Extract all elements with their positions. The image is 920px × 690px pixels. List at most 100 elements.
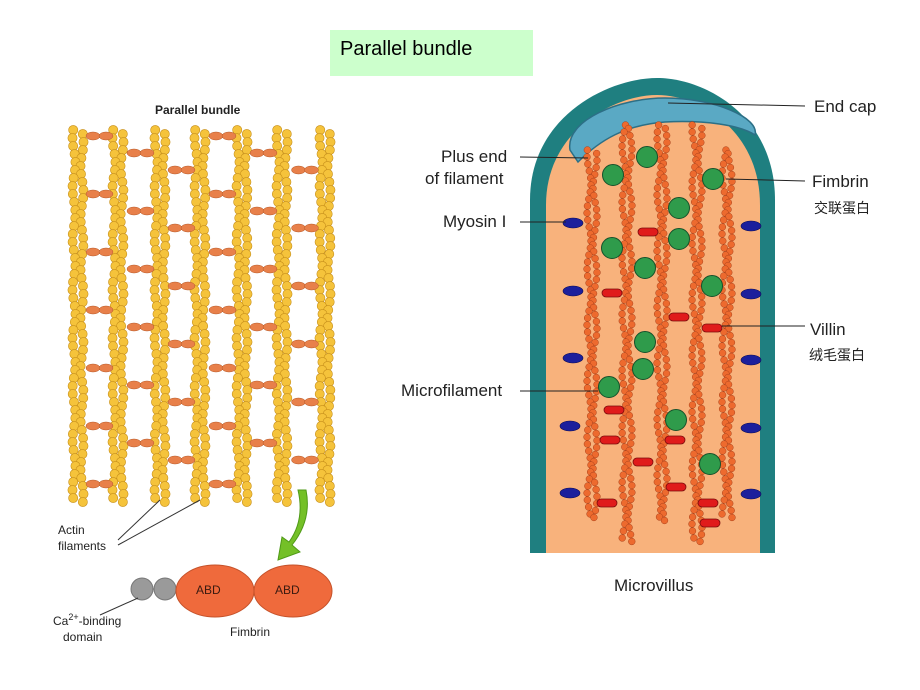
fimbrin-crosslink bbox=[249, 206, 265, 216]
actin-bead bbox=[272, 445, 283, 455]
microfilament-bead bbox=[653, 128, 662, 136]
fimbrin-crosslink bbox=[126, 380, 142, 390]
actin-bead bbox=[158, 425, 169, 435]
microfilament-bead bbox=[627, 495, 635, 504]
microfilament-bead bbox=[727, 506, 735, 515]
villin-bar bbox=[599, 435, 621, 445]
microfilament-bead bbox=[625, 523, 633, 532]
villin-bar bbox=[596, 498, 618, 508]
villin-bar bbox=[601, 288, 623, 298]
microfilament-bead bbox=[654, 485, 663, 493]
fimbrin-crosslink bbox=[249, 380, 265, 390]
actin-bead bbox=[68, 141, 79, 151]
actin-bead bbox=[198, 425, 209, 435]
microfilament-bead bbox=[628, 320, 636, 329]
microfilament-bead bbox=[662, 145, 670, 154]
microfilament-bead bbox=[590, 191, 598, 200]
plus-end-label-line2: of filament bbox=[425, 169, 504, 188]
microfilament-bead bbox=[591, 506, 600, 515]
actin-bead bbox=[160, 193, 171, 203]
fimbrin-chinese-label: 交联蛋白 bbox=[814, 201, 870, 217]
actin-bead bbox=[240, 273, 251, 283]
microfilament-bead bbox=[718, 230, 726, 238]
microfilament-bead bbox=[725, 156, 733, 165]
microfilament-bead bbox=[661, 124, 670, 133]
actin-bead bbox=[271, 389, 282, 399]
fimbrin-crosslink bbox=[139, 148, 155, 158]
domain-label-prefix: Ca bbox=[53, 614, 69, 628]
microfilament-bead bbox=[662, 355, 670, 364]
fimbrin-crosslink bbox=[291, 397, 306, 407]
fimbrin-crosslink bbox=[208, 189, 224, 199]
actin-bead bbox=[199, 377, 210, 387]
microfilament-bead bbox=[697, 306, 705, 315]
myosin-dot bbox=[562, 285, 584, 297]
actin-bead bbox=[117, 497, 128, 507]
fimbrin-crosslink bbox=[98, 421, 114, 431]
actin-bead bbox=[241, 377, 252, 387]
actin-bead bbox=[68, 293, 79, 303]
microfilament-bead bbox=[618, 485, 626, 493]
microfilament-bead bbox=[662, 243, 671, 252]
microfilament-bead bbox=[690, 478, 698, 486]
actin-bead bbox=[108, 341, 118, 351]
actin-bead bbox=[150, 493, 161, 503]
actin-bead bbox=[323, 273, 334, 283]
microfilament-bead bbox=[653, 247, 661, 255]
microfilament-bead bbox=[619, 359, 627, 367]
actin-bead bbox=[281, 497, 292, 507]
actin-bead bbox=[240, 473, 251, 483]
villin-bar bbox=[697, 498, 719, 508]
microfilament-bead bbox=[695, 222, 703, 231]
microfilament-bead bbox=[697, 404, 706, 413]
actin-bead bbox=[314, 237, 325, 247]
microfilament-bead bbox=[690, 366, 698, 374]
microfilament-bead bbox=[625, 467, 633, 476]
actin-bead bbox=[76, 273, 87, 283]
microfilament-bead bbox=[593, 436, 601, 445]
fimbrin-crosslink bbox=[98, 479, 114, 489]
microfilament-bead bbox=[718, 510, 726, 518]
microfilament-bead bbox=[688, 289, 696, 297]
fimbrin-dot bbox=[601, 237, 623, 259]
microfilament-bead bbox=[663, 194, 671, 203]
microfilament-bead bbox=[728, 513, 736, 522]
fimbrin-crosslink bbox=[139, 380, 155, 390]
microfilament-bead bbox=[698, 131, 706, 140]
microfilament-bead bbox=[653, 366, 662, 374]
microfilament-bead bbox=[618, 261, 626, 269]
microfilament-bead bbox=[689, 191, 697, 199]
microfilament-bead bbox=[592, 149, 601, 158]
ca-binding-domain-bead bbox=[153, 577, 177, 601]
microfilament-bead bbox=[655, 205, 663, 213]
fimbrin-crosslink bbox=[126, 438, 142, 448]
microfilament-bead bbox=[727, 226, 736, 235]
actin-bead bbox=[271, 189, 282, 199]
microfilament-bead bbox=[591, 450, 599, 459]
microfilament-bead bbox=[583, 328, 592, 336]
fimbrin-crosslink bbox=[167, 281, 183, 291]
microfilament-bead bbox=[697, 418, 705, 427]
fimbrin-crosslink bbox=[221, 421, 237, 431]
microfilament-bead bbox=[696, 509, 704, 518]
microfilament-bead bbox=[726, 499, 734, 508]
actin-bead bbox=[107, 389, 118, 399]
actin-bead bbox=[282, 393, 293, 403]
myosin-dots-group bbox=[559, 217, 762, 500]
actin-bead bbox=[272, 493, 283, 503]
fimbrin-crosslink bbox=[180, 223, 196, 233]
microfilament-bead bbox=[720, 272, 728, 280]
fimbrin-crosslink bbox=[304, 165, 319, 175]
fimbrin-crosslink bbox=[139, 264, 155, 274]
actin-bead bbox=[108, 445, 119, 455]
microfilament-bead bbox=[727, 296, 735, 305]
microfilament-bead bbox=[584, 482, 592, 490]
actin-label-line2: filaments bbox=[58, 539, 107, 553]
microfilament-bead bbox=[718, 335, 727, 343]
actin-bead bbox=[68, 445, 79, 455]
actin-bead bbox=[280, 425, 291, 435]
microfilament-label: Microfilament bbox=[401, 381, 503, 400]
actin-bead bbox=[77, 145, 88, 155]
microfilament-bead bbox=[689, 226, 698, 234]
actin-bead bbox=[68, 493, 79, 503]
